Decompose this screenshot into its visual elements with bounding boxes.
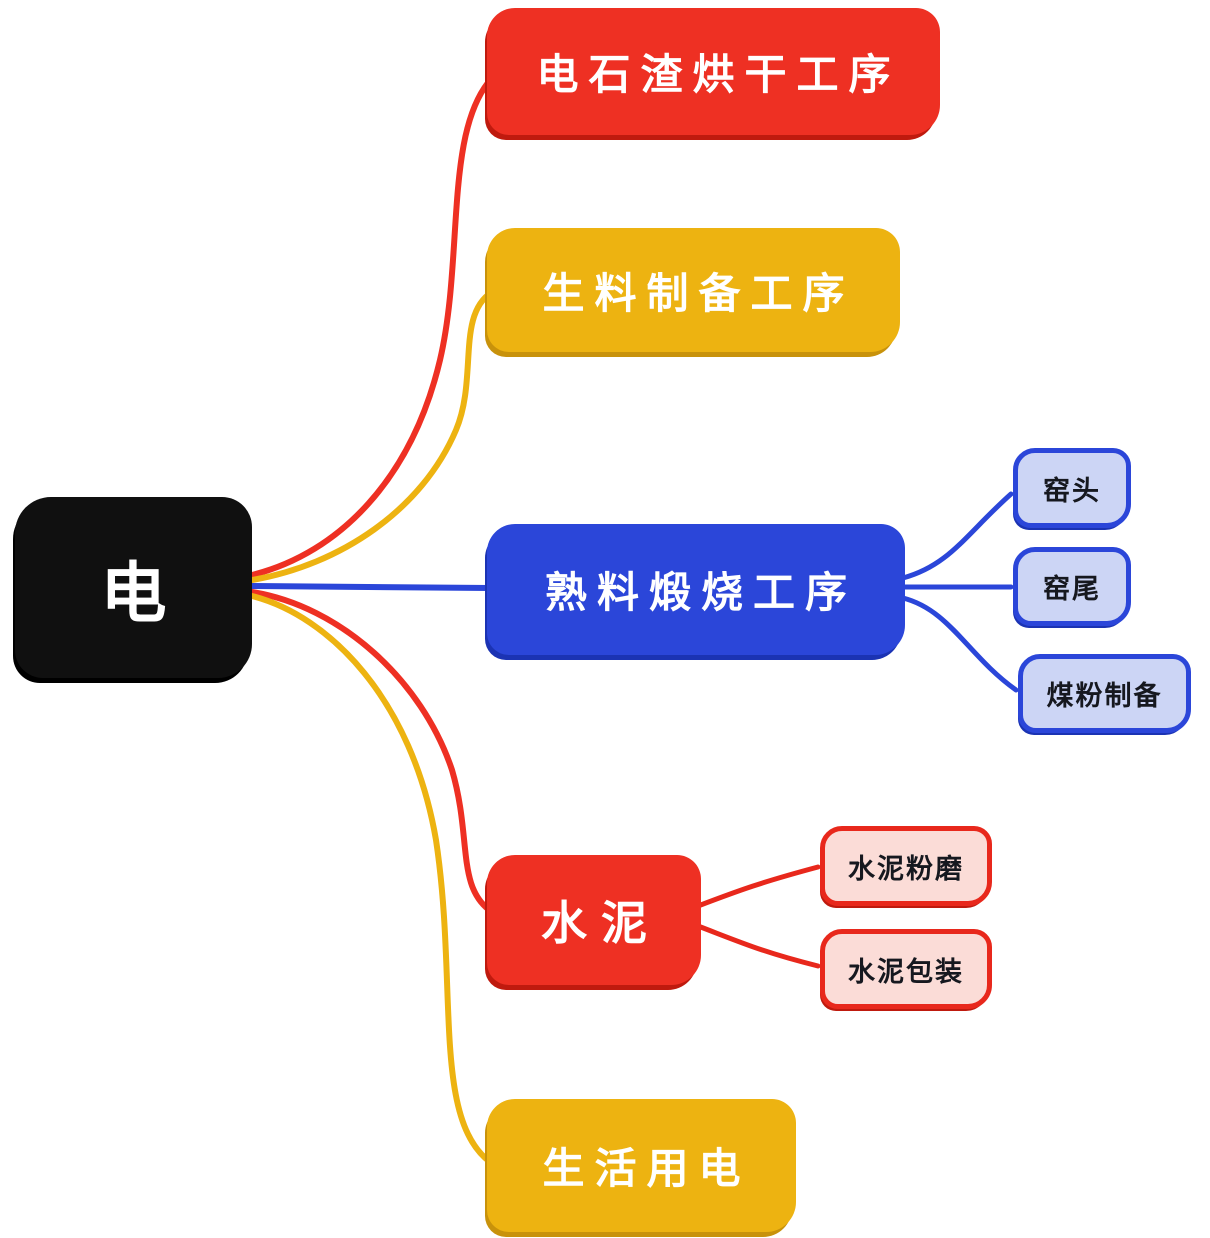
edge-clinker-to-coal-powder — [900, 595, 1019, 693]
node-label: 窑尾 — [1043, 574, 1101, 604]
edge-root-to-cement — [249, 589, 495, 915]
node-cement[interactable]: 水泥 — [487, 855, 701, 985]
node-carbide-slag-drying[interactable]: 电石渣烘干工序 — [487, 8, 940, 135]
node-cement-packing[interactable]: 水泥包装 — [820, 929, 992, 1009]
node-label: 水泥 — [541, 897, 661, 949]
node-cement-grinding[interactable]: 水泥粉磨 — [820, 826, 992, 906]
edge-cement-to-grinding — [695, 864, 821, 909]
node-raw-meal-preparation[interactable]: 生料制备工序 — [487, 228, 900, 352]
root-node-electricity[interactable]: 电 — [15, 497, 252, 678]
node-label: 水泥包装 — [848, 956, 964, 987]
edge-root-to-domestic — [249, 593, 493, 1165]
edge-cement-to-packing — [695, 923, 821, 969]
node-domestic-electricity[interactable]: 生活用电 — [487, 1099, 796, 1232]
edge-root-to-carbide-slag-drying — [249, 75, 495, 578]
node-label: 煤粉制备 — [1046, 681, 1163, 711]
edge-root-to-raw-meal — [249, 289, 495, 583]
root-node-label: 电 — [100, 555, 167, 630]
node-label: 电石渣烘干工序 — [536, 51, 901, 98]
node-clinker-calcination[interactable]: 熟料煅烧工序 — [487, 524, 905, 655]
node-label: 熟料煅烧工序 — [544, 569, 857, 616]
node-kiln-head[interactable]: 窑头 — [1013, 448, 1131, 528]
node-label: 生料制备工序 — [542, 269, 855, 317]
node-label: 生活用电 — [542, 1145, 751, 1192]
node-coal-powder-preparation[interactable]: 煤粉制备 — [1018, 654, 1191, 733]
node-label: 窑头 — [1043, 475, 1101, 506]
node-kiln-tail[interactable]: 窑尾 — [1013, 547, 1131, 626]
edge-clinker-to-kiln-head — [900, 491, 1014, 581]
node-label: 水泥粉磨 — [848, 853, 964, 884]
edge-root-to-clinker — [249, 583, 493, 591]
